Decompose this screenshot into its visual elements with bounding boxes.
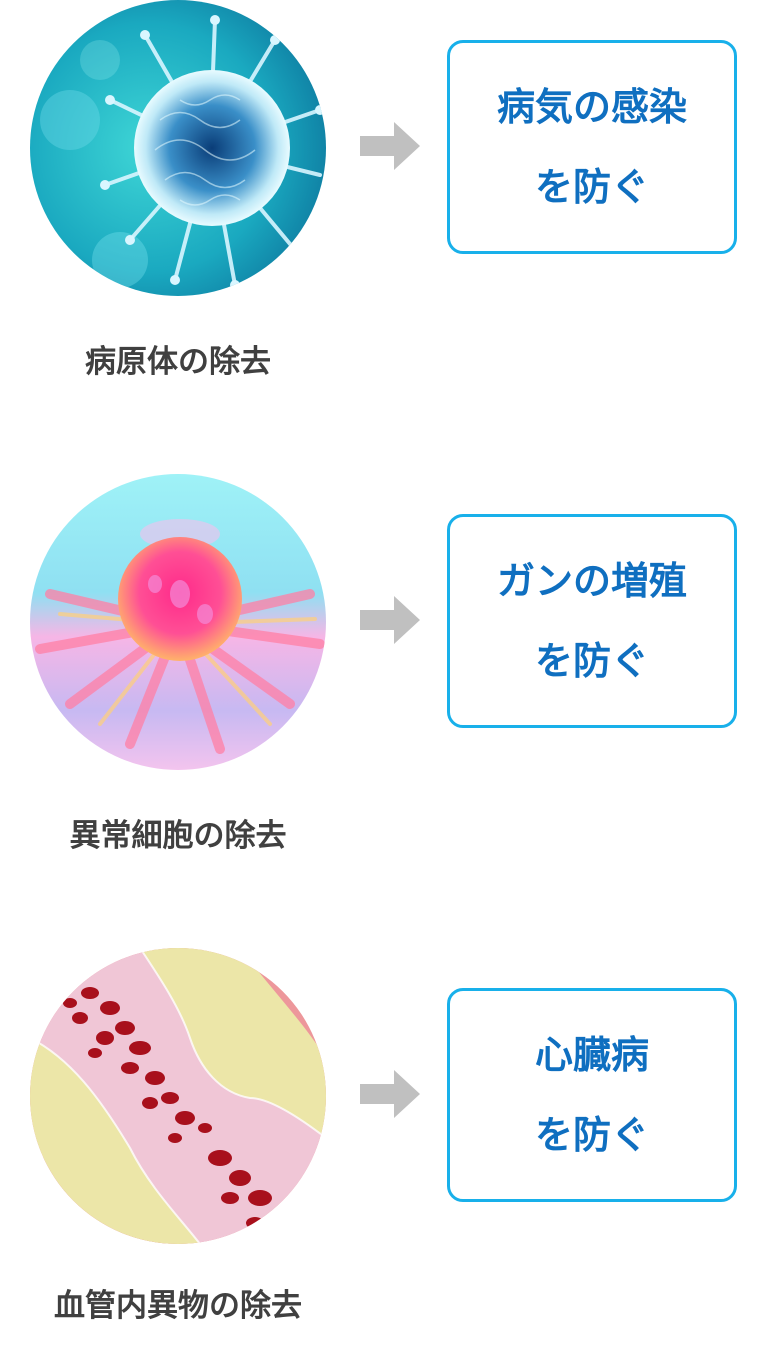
cancer-cell-illustration-icon: [30, 474, 326, 770]
result-line-2: を防ぐ: [534, 1113, 649, 1157]
cause-caption: 血管内異物の除去: [54, 1288, 302, 1324]
virus-image: [30, 0, 326, 296]
result-line-1: 心臓病: [534, 1033, 649, 1077]
result-box: 心臓病 を防ぐ: [447, 988, 737, 1202]
cancer-cell-image: [30, 474, 326, 770]
right-arrow-icon: [360, 1070, 420, 1118]
result-line-2: を防ぐ: [534, 165, 649, 209]
result-line-1: 病気の感染: [496, 85, 687, 129]
effect-row-pathogen: 病原体の除去 病気の感染 を防ぐ: [0, 0, 771, 400]
result-line-2: を防ぐ: [534, 639, 649, 683]
cause-caption: 異常細胞の除去: [69, 818, 287, 854]
cause-caption: 病原体の除去: [85, 344, 271, 380]
blood-vessel-image: [30, 948, 326, 1244]
result-line-1: ガンの増殖: [496, 559, 687, 603]
effect-row-abnormal-cell: 異常細胞の除去 ガンの増殖 を防ぐ: [0, 474, 771, 874]
result-box: 病気の感染 を防ぐ: [447, 40, 737, 254]
right-arrow-icon: [360, 596, 420, 644]
blood-vessel-illustration-icon: [30, 948, 326, 1244]
effect-row-blood-vessel: 血管内異物の除去 心臓病 を防ぐ: [0, 948, 771, 1348]
virus-illustration-icon: [30, 0, 326, 296]
right-arrow-icon: [360, 122, 420, 170]
result-box: ガンの増殖 を防ぐ: [447, 514, 737, 728]
